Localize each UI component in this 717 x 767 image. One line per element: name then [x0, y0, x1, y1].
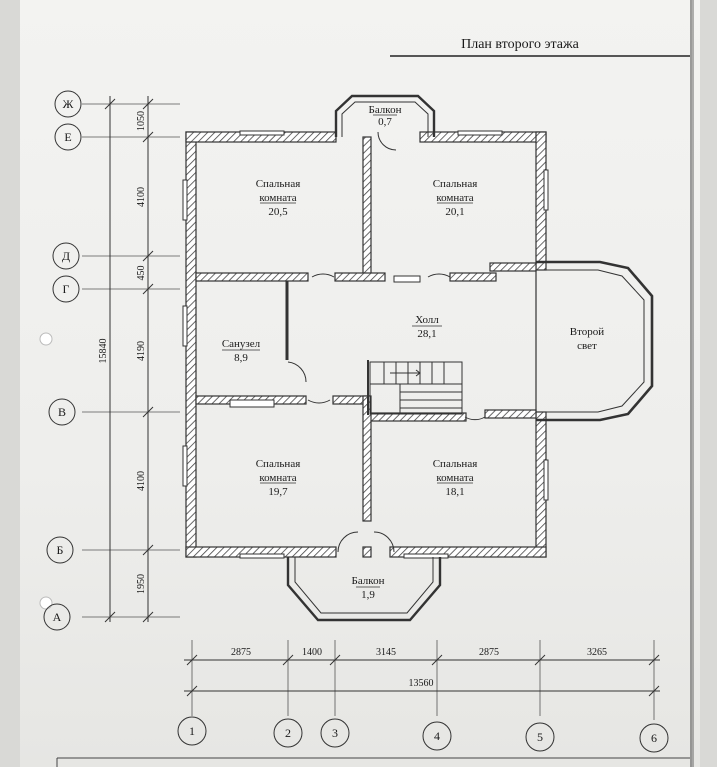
- bedroom-nw-name2: комната: [259, 192, 296, 204]
- bedroom-sw-area: 19,7: [268, 486, 288, 498]
- axis-row-label: А: [53, 610, 62, 624]
- row-axes: [43, 90, 180, 631]
- axis-row-label: Е: [64, 130, 71, 144]
- dim-vertical: 4100: [136, 471, 147, 491]
- hall-name: Холл: [415, 314, 439, 326]
- drawing-title: План второго этажа: [461, 37, 580, 52]
- dim-vertical: 1050: [136, 111, 147, 131]
- axis-col-label: 3: [332, 726, 338, 740]
- column-axes: [191, 640, 655, 720]
- balcony-bottom-area: 1,9: [361, 589, 375, 601]
- balcony-bottom-outline: [286, 557, 442, 622]
- dim-vertical-total: 15840: [98, 339, 109, 364]
- balcony-bottom-name: Балкон: [352, 575, 385, 587]
- axis-row-label: В: [58, 405, 66, 419]
- dim-horizontal: 2875: [231, 647, 251, 658]
- axis-row-label: Г: [63, 282, 70, 296]
- dim-vertical: 1950: [136, 574, 147, 594]
- column-axis-circles: [177, 716, 669, 753]
- dim-horizontal: 3265: [587, 647, 607, 658]
- drawing-sheet: [20, 0, 700, 767]
- hall-fixture: [393, 275, 421, 283]
- bedroom-ne-name: Спальная: [433, 178, 478, 190]
- dim-horizontal: 2875: [479, 647, 499, 658]
- dim-horizontal: 1400: [302, 647, 322, 658]
- hall-area: 28,1: [417, 328, 436, 340]
- dim-horizontal-total: 13560: [409, 678, 434, 689]
- bedroom-se-area: 18,1: [445, 486, 464, 498]
- bathroom-area: 8,9: [234, 352, 248, 364]
- axis-col-label: 1: [189, 724, 195, 738]
- bedroom-se-name2: комната: [436, 472, 473, 484]
- axis-col-label: 2: [285, 726, 291, 740]
- bay-window-outline: [535, 260, 654, 422]
- vertical-dimension-lines: [104, 96, 154, 623]
- windows: [182, 130, 549, 559]
- bathroom-name: Санузел: [222, 338, 261, 350]
- binder-hole: [39, 332, 53, 346]
- bedroom-nw-name: Спальная: [256, 178, 301, 190]
- doors: [287, 131, 486, 553]
- bedroom-se-name: Спальная: [433, 458, 478, 470]
- balcony-top-outline: [334, 94, 436, 137]
- second-light-name2: свет: [577, 340, 597, 352]
- dim-vertical: 450: [136, 266, 147, 281]
- axis-row-label: Ж: [63, 97, 74, 111]
- axis-row-label: Б: [57, 543, 64, 557]
- bedroom-sw-name: Спальная: [256, 458, 301, 470]
- bedroom-nw-area: 20,5: [268, 206, 288, 218]
- room-labels: Балкон 0,7 Спальная комната 20,5 Спальна…: [222, 104, 604, 601]
- bedroom-ne-name2: комната: [436, 192, 473, 204]
- dim-horizontal: 3145: [376, 647, 396, 658]
- stairs: [369, 361, 463, 415]
- axis-col-label: 5: [537, 730, 543, 744]
- balcony-top-area: 0,7: [378, 116, 392, 128]
- dim-vertical: 4100: [136, 187, 147, 207]
- second-light-name: Второй: [570, 326, 604, 338]
- bedroom-sw-name2: комната: [259, 472, 296, 484]
- binder-hole: [39, 596, 53, 610]
- axis-col-label: 4: [434, 729, 440, 743]
- dim-vertical: 4190: [136, 341, 147, 361]
- horizontal-dimension-lines: [184, 654, 660, 697]
- balcony-top-name: Балкон: [369, 104, 402, 116]
- bathroom-fixture: [229, 399, 275, 408]
- axis-col-label: 6: [651, 731, 657, 745]
- bedroom-ne-area: 20,1: [445, 206, 464, 218]
- axis-row-label: Д: [62, 249, 70, 263]
